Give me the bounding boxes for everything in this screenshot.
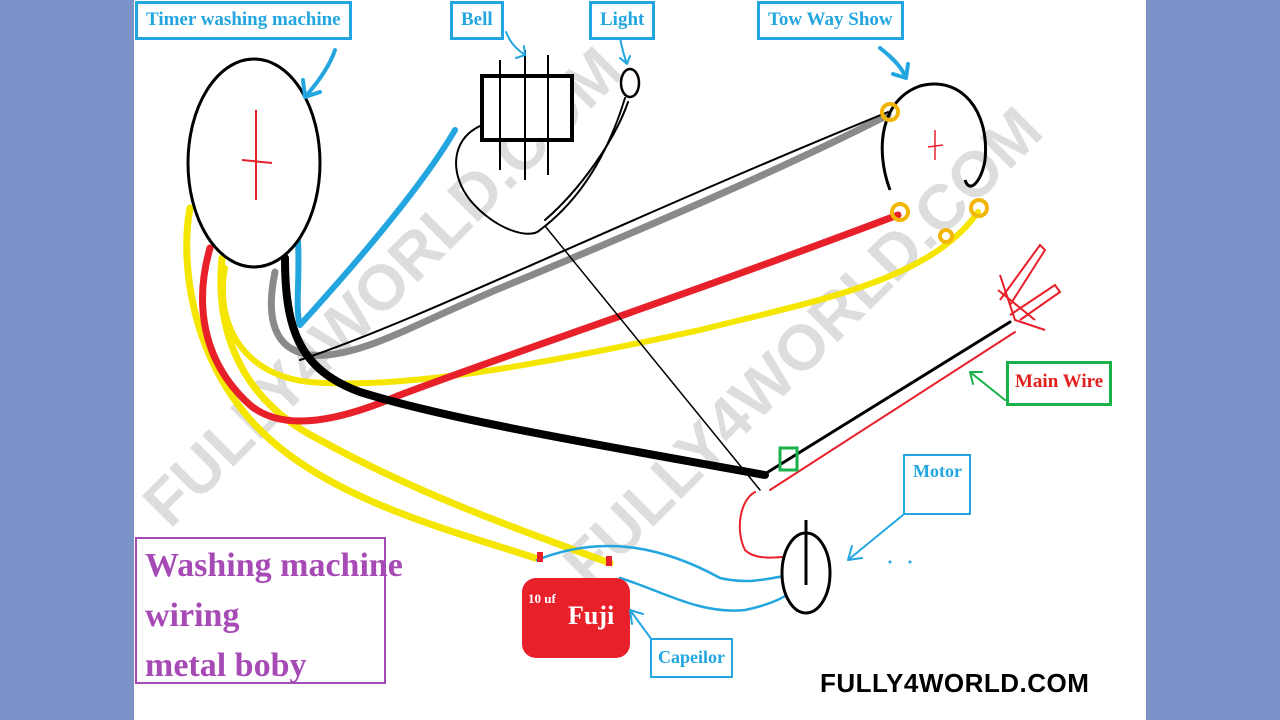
motor-dot-2: [908, 560, 912, 564]
title-line-1: Washing machine: [145, 547, 403, 584]
arrow-bell: [505, 31, 526, 59]
wire-yellow-to-switch: [219, 209, 981, 387]
capacitor-component: 10 uf Fuji: [522, 552, 630, 658]
wire-blue-capacitor-motor-2: [618, 576, 794, 612]
label-motor: Motor: [903, 454, 971, 515]
arrow-timer: [301, 48, 337, 99]
arrow-light: [619, 37, 631, 65]
plug-icon: [997, 243, 1062, 331]
title-box: Washing machine wiring metal boby: [135, 537, 403, 684]
motor-component: [780, 520, 912, 615]
wire-main-red: [769, 331, 1016, 491]
wire-blue-capacitor-motor-1: [535, 544, 792, 583]
label-timer: Timer washing machine: [135, 1, 352, 40]
label-bell: Bell: [450, 1, 504, 40]
arrow-capacitor: [629, 609, 653, 641]
bell-component: [480, 50, 574, 180]
wire-yellow-2-to-capacitor: [217, 254, 614, 567]
wire-main-black: [766, 320, 1012, 474]
light-component: [619, 67, 641, 99]
title-line-2: wiring: [145, 597, 240, 634]
arrow-main-wire: [969, 371, 1006, 401]
motor-dot: [888, 560, 892, 564]
two-way-switch-component: [880, 82, 989, 244]
wire-thin-black-to-switch: [299, 111, 889, 361]
pointer-arrows: [301, 31, 1006, 641]
label-capacitor: Capeilor: [650, 638, 733, 678]
switch-terminal-top: [880, 102, 900, 122]
label-main-wire: Main Wire: [1006, 361, 1113, 406]
capacitor-brand: Fuji: [568, 601, 614, 630]
wire-light-loop-inner: [544, 101, 629, 221]
switch-terminal-mid: [938, 228, 954, 244]
wire-blue-timer-to-bell: [294, 127, 458, 328]
main-junction-box: [778, 446, 799, 472]
arrow-motor: [847, 514, 904, 561]
wire-bell-light-loop: [455, 97, 626, 235]
label-two-way-switch: Tow Way Show: [757, 1, 904, 40]
wire-black-timer-to-junction: [281, 254, 769, 479]
capacitor-rating: 10 uf: [528, 591, 556, 606]
switch-terminal-left: [890, 202, 910, 222]
title-line-3: metal boby: [145, 647, 307, 684]
arrow-two-way: [878, 46, 910, 80]
wire-red-junction-to-motor: [738, 491, 791, 559]
wire-yellow-timer-to-capacitor: [183, 204, 539, 562]
wire-thin-diagonal: [544, 225, 761, 491]
wire-gray-timer-to-switch: [267, 111, 892, 359]
label-light: Light: [589, 1, 656, 40]
site-name: FULLY4WORLD.COM: [820, 668, 1090, 698]
wires: [183, 97, 1016, 612]
timer-component: [186, 57, 322, 269]
wire-red-timer-to-switch: [199, 211, 902, 425]
switch-terminal-right: [969, 198, 989, 218]
